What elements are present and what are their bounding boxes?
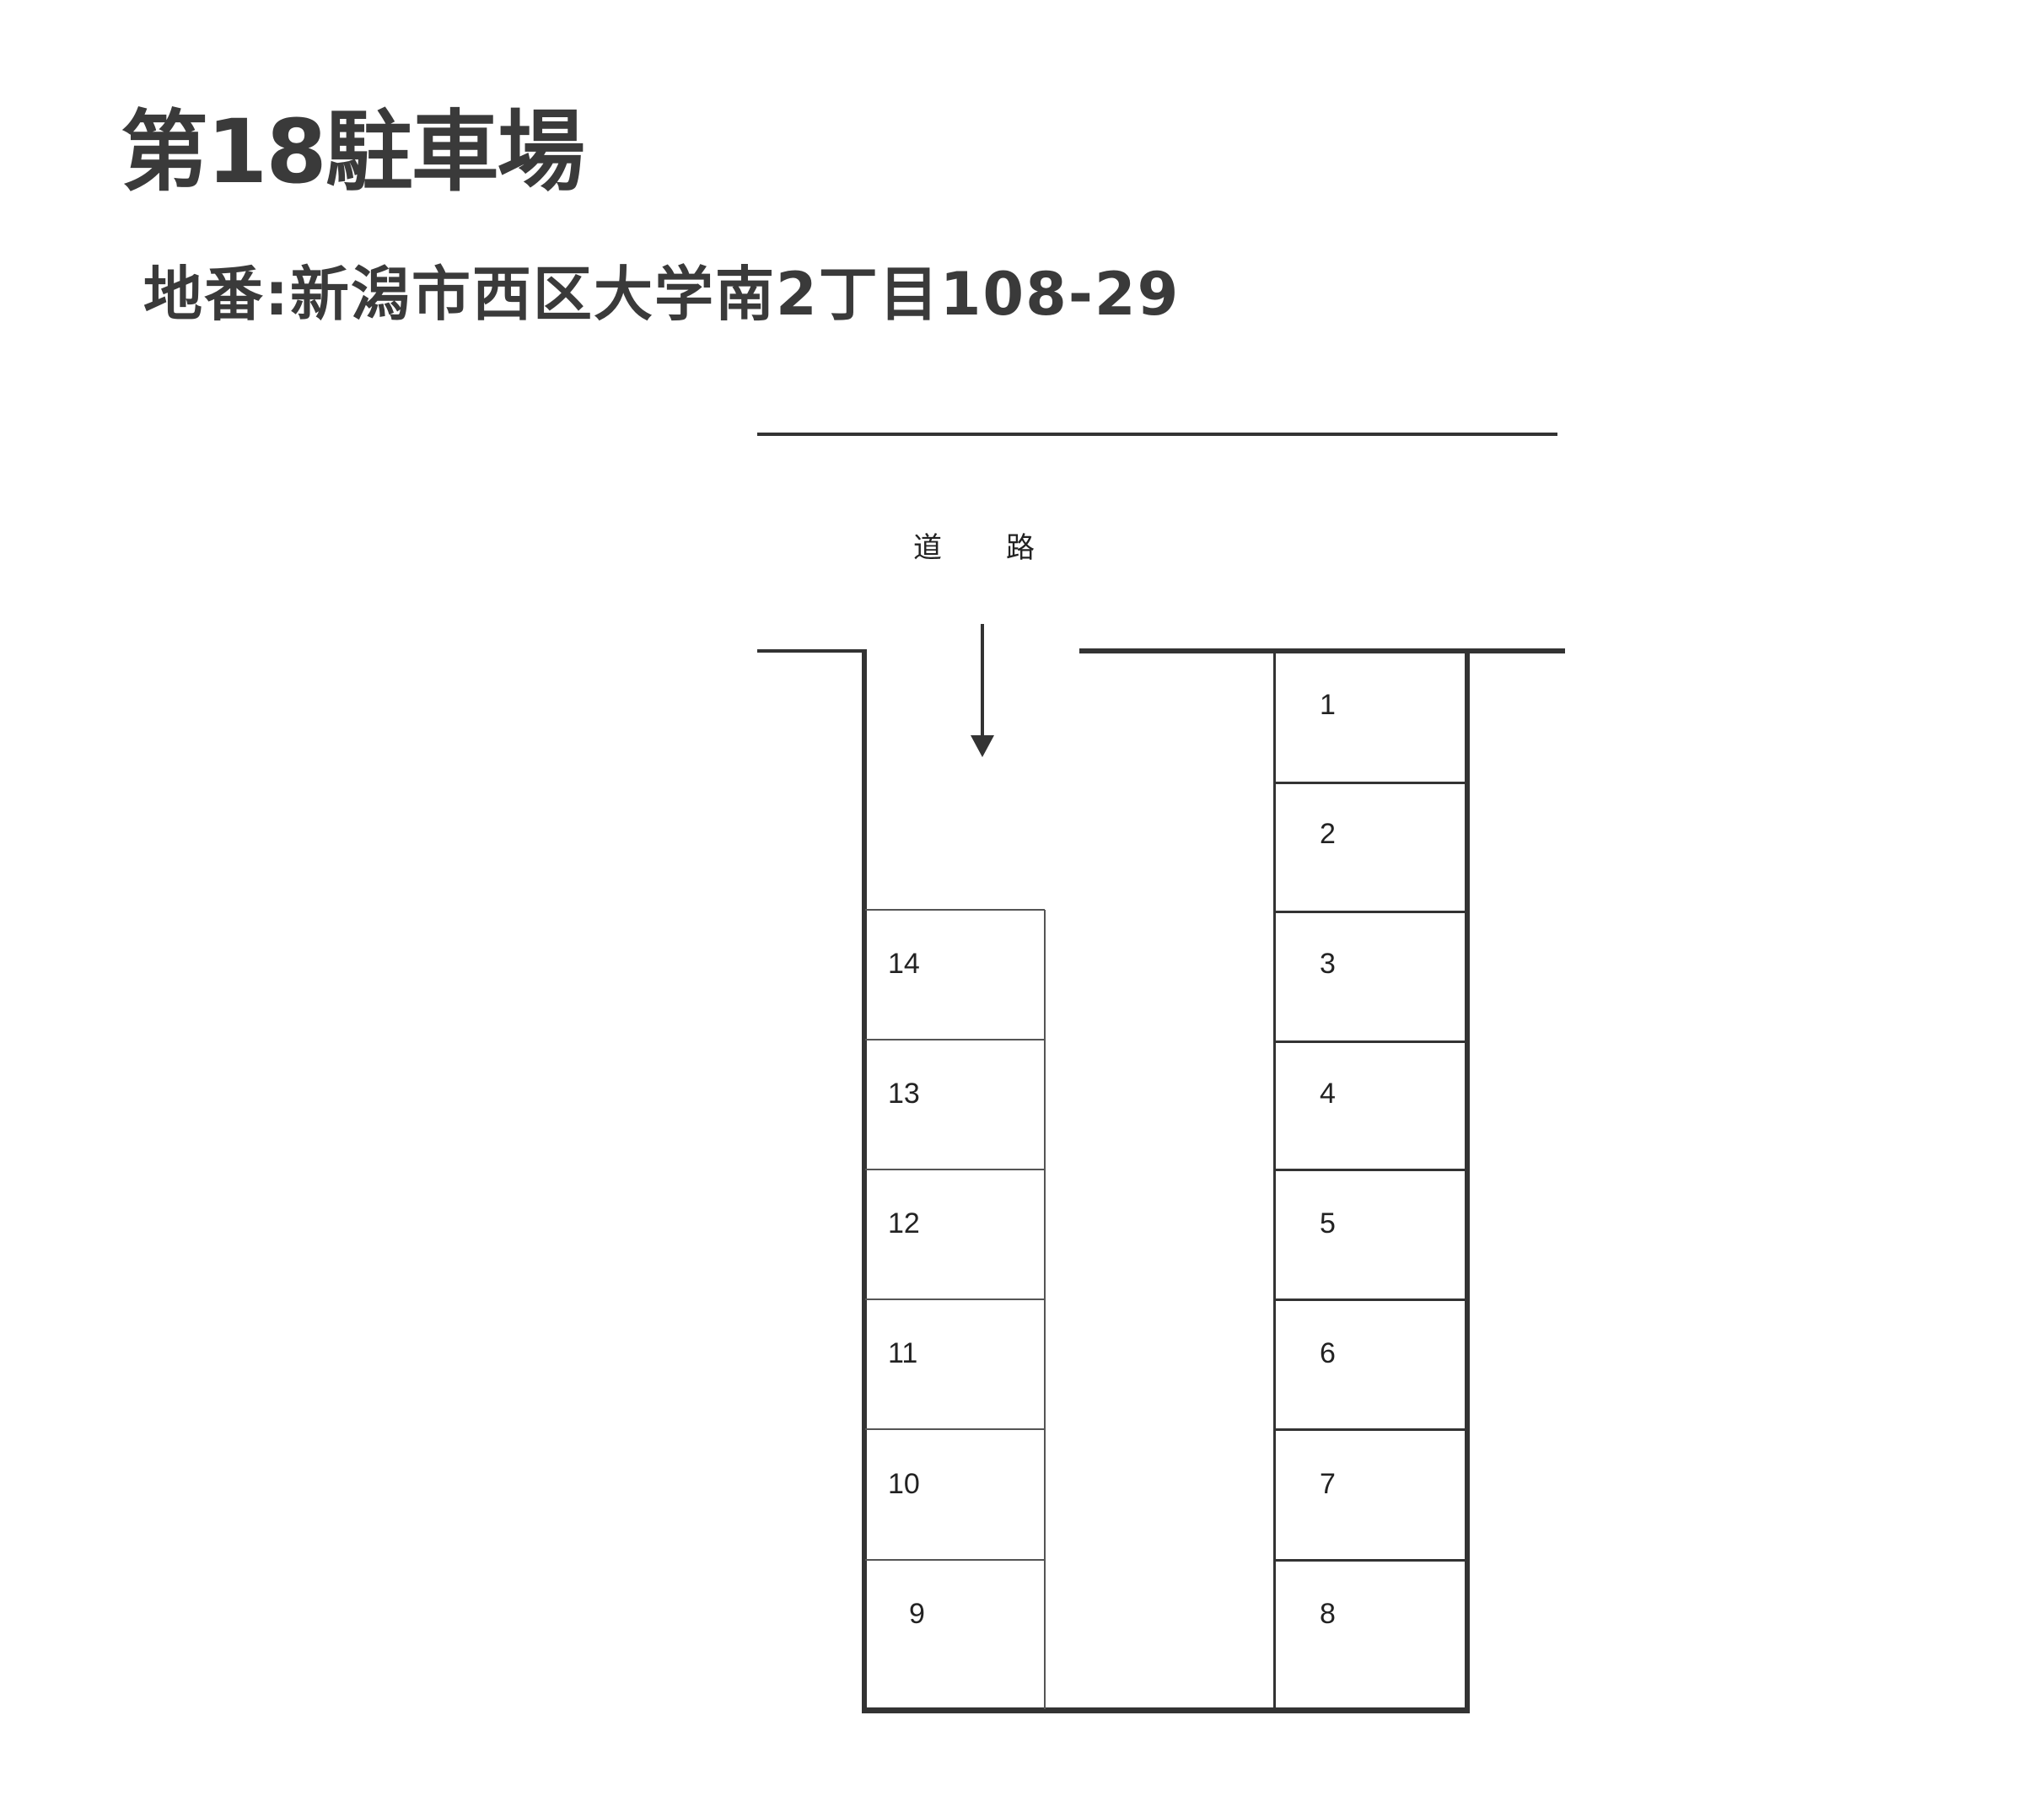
stall-9[interactable]: 9 bbox=[909, 1598, 925, 1630]
stall-divider bbox=[865, 1039, 1045, 1040]
stall-divider bbox=[1275, 1428, 1466, 1431]
stall-6[interactable]: 6 bbox=[1320, 1337, 1336, 1369]
left-stalls-edge bbox=[1044, 910, 1046, 1709]
stall-10[interactable]: 10 bbox=[888, 1468, 920, 1500]
road-label-1: 道 bbox=[913, 531, 942, 565]
stall-1[interactable]: 1 bbox=[1320, 689, 1336, 721]
stall-divider bbox=[1275, 1559, 1466, 1562]
stall-divider bbox=[1275, 1299, 1466, 1301]
lot-right-wall bbox=[1465, 649, 1470, 1713]
lot-left-wall bbox=[862, 649, 867, 1713]
stall-5[interactable]: 5 bbox=[1320, 1207, 1336, 1239]
right-stalls-edge bbox=[1273, 651, 1276, 1710]
road-label-2: 路 bbox=[1006, 531, 1035, 565]
stall-11[interactable]: 11 bbox=[888, 1337, 918, 1369]
stall-12[interactable]: 12 bbox=[888, 1207, 920, 1239]
stall-divider bbox=[865, 909, 1045, 911]
stall-divider bbox=[865, 1169, 1045, 1170]
stall-4[interactable]: 4 bbox=[1320, 1078, 1336, 1110]
stall-divider bbox=[865, 1299, 1045, 1300]
stall-8[interactable]: 8 bbox=[1320, 1598, 1336, 1630]
stall-divider bbox=[865, 1559, 1045, 1561]
stall-divider bbox=[865, 1428, 1045, 1430]
stall-divider bbox=[1275, 1040, 1466, 1043]
stall-7[interactable]: 7 bbox=[1320, 1468, 1336, 1500]
lot-address: 地番:新潟市西区大学南2丁目108-29 bbox=[143, 260, 1181, 329]
stall-14[interactable]: 14 bbox=[888, 948, 920, 980]
lot-bottom-wall bbox=[862, 1707, 1470, 1713]
entrance-arrow-shaft bbox=[981, 624, 984, 738]
stall-divider bbox=[1275, 782, 1466, 784]
stall-divider bbox=[1275, 911, 1466, 913]
road-top-edge bbox=[757, 433, 1557, 436]
stall-13[interactable]: 13 bbox=[888, 1078, 920, 1110]
arrow-down-icon bbox=[971, 735, 994, 757]
stall-divider bbox=[1275, 1169, 1466, 1171]
page-title: 第18駐車場 bbox=[121, 100, 585, 203]
road-bottom-edge-left bbox=[757, 649, 866, 653]
stall-2[interactable]: 2 bbox=[1320, 818, 1336, 850]
road-bottom-edge-right bbox=[1079, 648, 1565, 653]
stall-3[interactable]: 3 bbox=[1320, 948, 1336, 980]
